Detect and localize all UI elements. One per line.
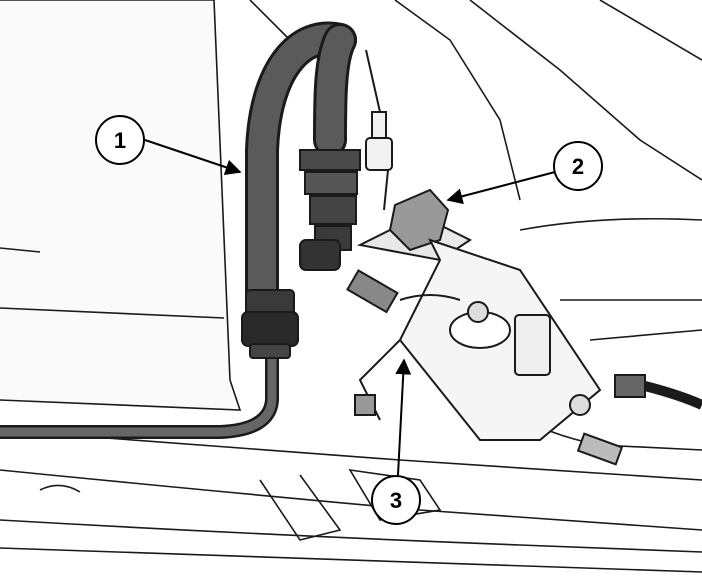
hose-clips xyxy=(299,149,361,271)
bleeder-valve xyxy=(365,49,393,211)
callout-1-label: 1 xyxy=(114,128,126,153)
hose-fitting xyxy=(241,289,299,359)
fuel-hose xyxy=(0,21,357,439)
outlet-fittings xyxy=(346,269,702,466)
callout-2-label: 2 xyxy=(572,154,584,179)
fuel-filter-housing xyxy=(356,188,602,441)
callout-1: 1 xyxy=(95,115,242,175)
callout-3-label: 3 xyxy=(390,488,402,513)
callout-3: 3 xyxy=(371,358,421,525)
callout-2: 2 xyxy=(446,141,603,205)
